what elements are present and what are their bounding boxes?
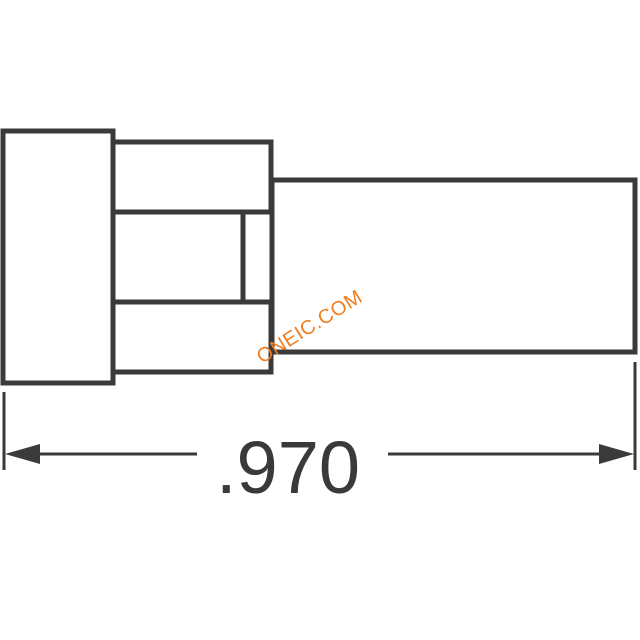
head-flange: [0, 128, 116, 386]
middle-step: [110, 209, 246, 305]
pin-body: [269, 177, 638, 355]
upper-step: [110, 139, 274, 215]
right-arrowhead: [599, 444, 634, 464]
lower-step: [110, 299, 274, 375]
dimension-label: .970: [216, 426, 360, 509]
left-arrowhead: [5, 444, 40, 464]
